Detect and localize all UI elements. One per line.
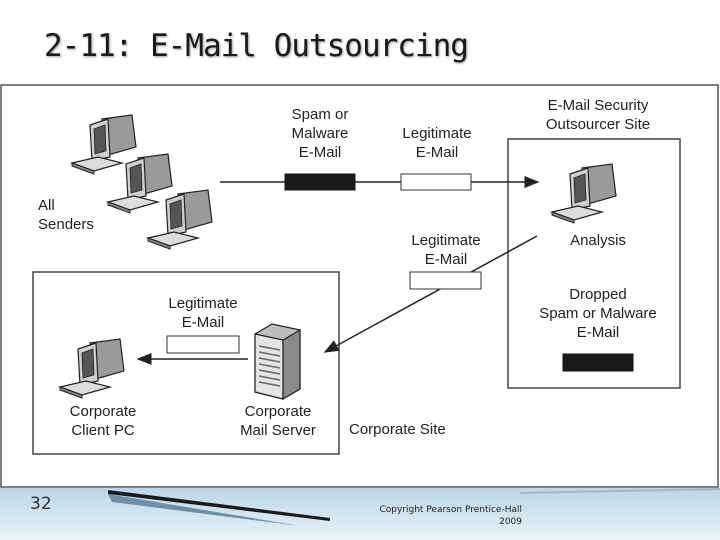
client-label-line: Corporate	[69, 403, 137, 420]
diagram-canvas	[0, 84, 719, 488]
spam-label-line: Spam or	[291, 106, 349, 123]
legit-incoming-label-line: E-Mail	[415, 144, 459, 161]
dropped-label-line: E-Mail	[576, 324, 620, 341]
spam-label-line: Malware	[291, 125, 349, 142]
senders-label-line: All	[38, 197, 55, 214]
dropped-label: Dropped Spam or Malware E-Mail	[530, 285, 666, 342]
senders-label-line: Senders	[38, 216, 94, 233]
legit-delivery-email-bar	[166, 335, 240, 354]
spam-label-line: E-Mail	[298, 144, 342, 161]
copyright-line: 2009	[499, 517, 522, 527]
copyright-line: Copyright Pearson Prentice-Hall	[379, 505, 522, 515]
corporate-site-box	[32, 271, 340, 455]
server-label-line: Corporate	[244, 403, 312, 420]
legit-incoming-label: Legitimate E-Mail	[392, 124, 482, 162]
analysis-pc-icon	[551, 163, 617, 224]
corporate-site-label: Corporate Site	[349, 421, 446, 438]
dropped-label-line: Spam or Malware	[539, 305, 657, 322]
legit-incoming-label-line: Legitimate	[402, 125, 472, 142]
footer-swoosh	[108, 488, 720, 526]
copyright-notice: Copyright Pearson Prentice-Hall 2009	[366, 504, 522, 528]
sender-pc-icon-3	[147, 189, 213, 250]
legit-incoming-email-bar	[400, 173, 472, 191]
legit-delivery-label-line: Legitimate	[168, 295, 238, 312]
analysis-label: Analysis	[570, 232, 626, 249]
server-label-line: Mail Server	[240, 422, 316, 439]
outsourcer-site-box	[507, 138, 681, 389]
email-outsourcing-diagram: All Senders Spam or Malware E-Mail Legit…	[0, 84, 720, 489]
outsourcer-label-line: Outsourcer Site	[545, 116, 651, 133]
dropped-label-line: Dropped	[569, 286, 627, 303]
senders-label: All Senders	[38, 196, 94, 234]
legit-forward-email-bar	[409, 271, 482, 290]
slide-number: 32	[30, 494, 52, 514]
slide-title: 2-11: E-Mail Outsourcing	[44, 28, 469, 64]
forward-mail-arrow	[323, 235, 538, 353]
spam-email-bar	[284, 173, 356, 191]
mail-server-icon	[254, 323, 301, 401]
client-pc-icon	[59, 338, 125, 399]
legit-delivery-label-line: E-Mail	[181, 314, 225, 331]
legit-delivery-label: Legitimate E-Mail	[158, 294, 248, 332]
dropped-email-bar	[562, 353, 634, 372]
server-label: Corporate Mail Server	[230, 402, 326, 440]
outsourcer-label: E-Mail Security Outsourcer Site	[530, 96, 666, 134]
client-label-line: Client PC	[71, 422, 135, 439]
outsourcer-label-line: E-Mail Security	[547, 97, 649, 114]
spam-label: Spam or Malware E-Mail	[280, 105, 360, 162]
legit-forward-label: Legitimate E-Mail	[401, 231, 491, 269]
client-label: Corporate Client PC	[58, 402, 148, 440]
legit-forward-label-line: Legitimate	[411, 232, 481, 249]
legit-forward-label-line: E-Mail	[424, 251, 468, 268]
